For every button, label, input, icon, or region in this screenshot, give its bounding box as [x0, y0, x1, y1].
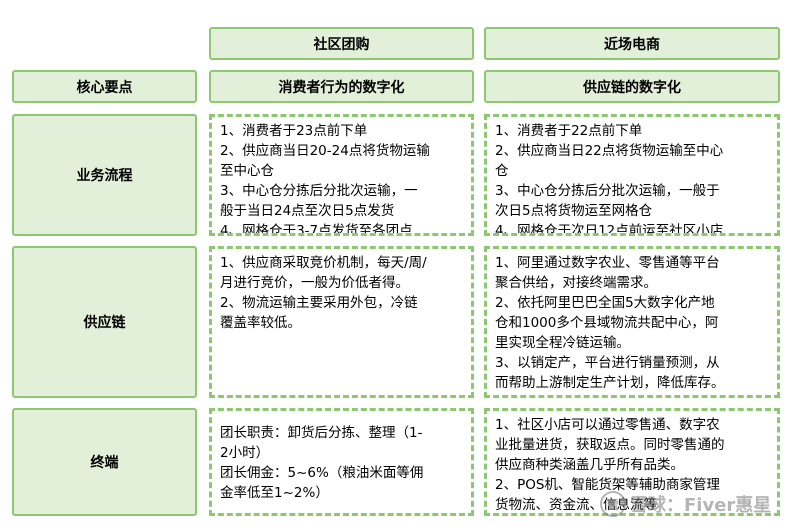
text-line: 2、物流运输主要采用外包，冷链	[220, 295, 418, 311]
text-line: 里实现全程冷链运输。	[495, 335, 630, 351]
text-line: 业批量进货，获取返点。同时零售通的	[495, 437, 725, 453]
text-line: 般于当日24点至次日5点发货	[220, 203, 395, 219]
text-line: 2、POS机、智能货架等辅助商家管理	[495, 477, 720, 493]
text-line: 团长职责：卸货后分拣、整理（1-	[220, 425, 423, 441]
cell-supply-chain-community: 1、供应商采取竞价机制，每天/周/ 月进行竞价，一般为价低者得。 2、物流运输主…	[209, 246, 474, 398]
text-line: 2小时）	[220, 445, 270, 461]
text-line: 团长佣金：5~6%（粮油米面等佣	[220, 465, 424, 481]
text-line: 4、网格仓于次日12点前运至社区小店	[495, 223, 724, 236]
text-line: 2、供应商当日22点将货物运输至中心	[495, 143, 724, 159]
text-line: 至中心仓	[220, 163, 274, 179]
cell-business-process-community: 1、消费者于23点前下单 2、供应商当日20-24点将货物运输 至中心仓 3、中…	[209, 114, 474, 236]
text-line: 仓	[495, 163, 509, 179]
text-line: 而帮助上游制定生产计划，降低库存。	[495, 375, 725, 391]
text-line: 覆盖率较低。	[220, 315, 301, 331]
text-line: 1、阿里通过数字农业、零售通等平台	[495, 255, 720, 271]
text-line: 仓和1000多个县域物流共配中心，阿	[495, 315, 719, 331]
text-line: 2、供应商当日20-24点将货物运输	[220, 143, 430, 159]
header-supply-chain-digitalization: 供应链的数字化	[484, 70, 780, 103]
row-label-business-process: 业务流程	[12, 114, 197, 236]
header-community-group-buy: 社区团购	[209, 27, 474, 60]
text-line: 聚合供给，对接终端需求。	[495, 275, 657, 291]
header-consumer-digitalization: 消费者行为的数字化	[209, 70, 474, 103]
cell-supply-chain-nearfield: 1、阿里通过数字农业、零售通等平台 聚合供给，对接终端需求。 2、依托阿里巴巴全…	[484, 246, 780, 398]
text-line: 1、消费者于22点前下单	[495, 123, 643, 139]
header-core-points: 核心要点	[12, 70, 197, 103]
text-line: 金率低至1~2%）	[220, 485, 329, 501]
text-line: 3、中心仓分拣后分批次运输，一	[220, 183, 418, 199]
text-line: 月进行竞价，一般为价低者得。	[220, 275, 409, 291]
text-line: 供应商种类涵盖几乎所有品类。	[495, 457, 684, 473]
text-line: 次日5点将货物运至网格仓	[495, 203, 653, 219]
header-near-field-ecommerce: 近场电商	[484, 27, 780, 60]
cell-terminal-nearfield: 1、社区小店可以通过零售通、数字农 业批量进货，获取返点。同时零售通的 供应商种…	[484, 408, 780, 516]
cell-business-process-nearfield: 1、消费者于22点前下单 2、供应商当日22点将货物运输至中心 仓 3、中心仓分…	[484, 114, 780, 236]
row-label-supply-chain: 供应链	[12, 246, 197, 398]
text-line: 4、网格仓于3-7点发货至各团点	[220, 223, 413, 236]
text-line: 货物流、资金流、信息流等	[495, 497, 657, 513]
cell-terminal-community: 团长职责：卸货后分拣、整理（1- 2小时） 团长佣金：5~6%（粮油米面等佣 金…	[209, 408, 474, 516]
text-line: 3、中心仓分拣后分批次运输，一般于	[495, 183, 720, 199]
text-line: 1、供应商采取竞价机制，每天/周/	[220, 255, 427, 271]
row-label-terminal: 终端	[12, 408, 197, 516]
text-line: 3、以销定产，平台进行销量预测，从	[495, 355, 720, 371]
text-line: 2、依托阿里巴巴全国5大数字化产地	[495, 295, 715, 311]
text-line: 1、消费者于23点前下单	[220, 123, 368, 139]
text-line: 1、社区小店可以通过零售通、数字农	[495, 417, 720, 433]
